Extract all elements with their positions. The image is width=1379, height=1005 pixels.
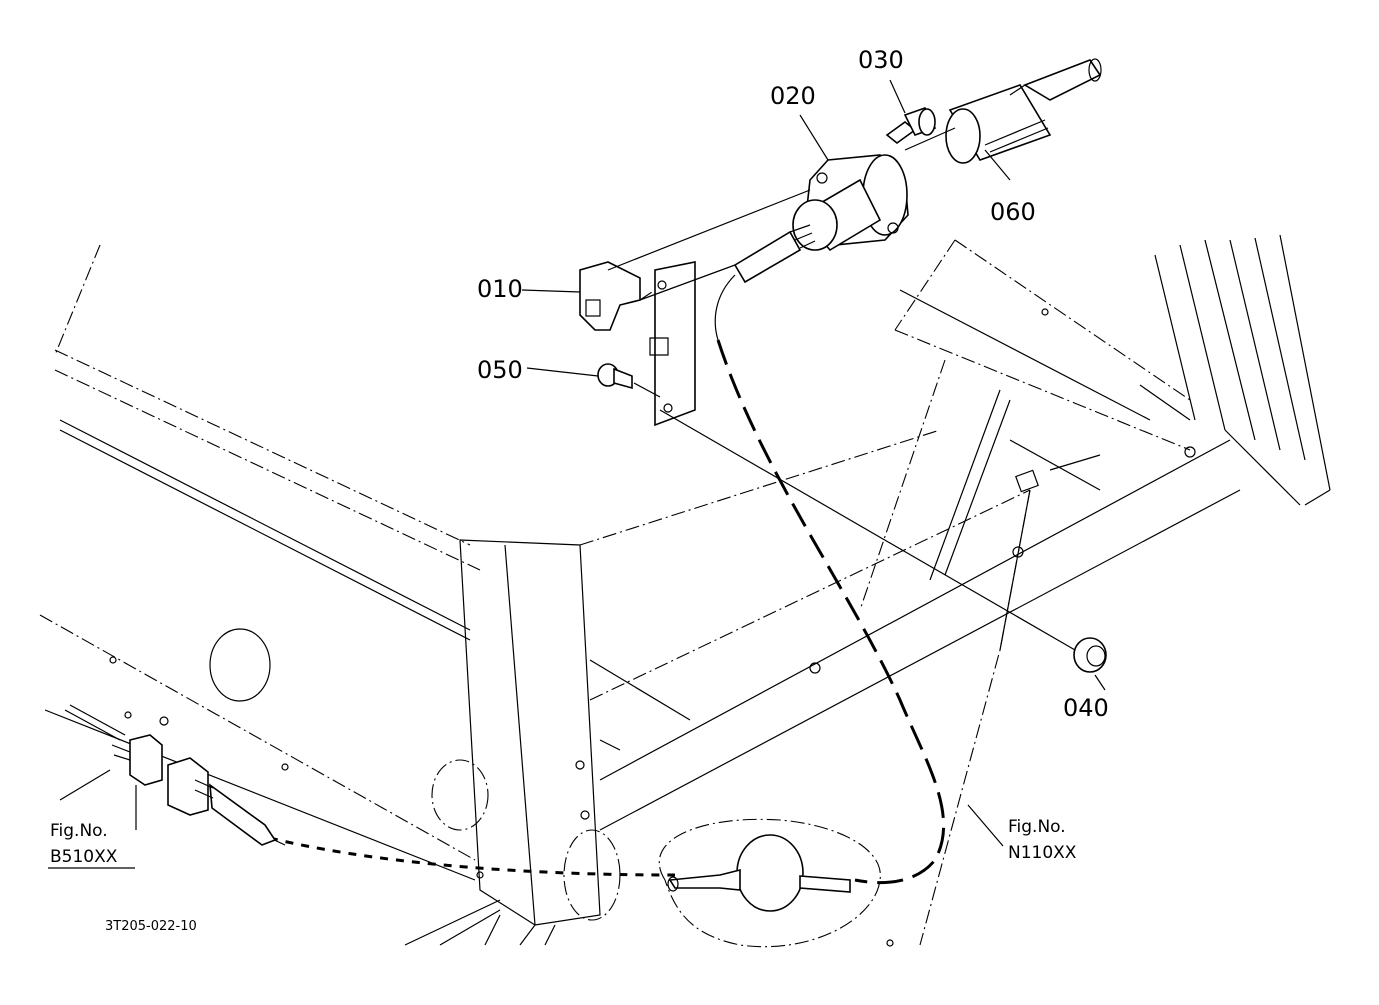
callouts: 010 020 030 040 050 060 xyxy=(477,46,1109,722)
fig-ref-n110-label: Fig.No. xyxy=(1008,817,1066,837)
fig-ref-n110-number: N110XX xyxy=(1008,843,1077,863)
fig-ref-b510-number: B510XX xyxy=(50,847,118,867)
callout-040: 040 xyxy=(1063,694,1109,722)
callout-050: 050 xyxy=(477,356,523,384)
part-030 xyxy=(885,107,937,145)
bracket-010 xyxy=(579,261,696,427)
nut-040 xyxy=(1073,637,1107,673)
callout-030: 030 xyxy=(858,46,904,74)
callout-060: 060 xyxy=(990,198,1036,226)
fig-ref-b510-label: Fig.No. xyxy=(50,821,108,841)
bolt-050 xyxy=(597,363,661,398)
drawing-code: 3T205-022-10 xyxy=(105,919,197,934)
chassis-frame xyxy=(39,234,1331,947)
connector-assembly xyxy=(64,704,277,846)
callout-020: 020 xyxy=(770,82,816,110)
callout-010: 010 xyxy=(477,275,523,303)
lower-socket xyxy=(658,818,881,948)
leader-lines xyxy=(135,79,1106,847)
assembly-lines xyxy=(607,127,1076,651)
socket-020 xyxy=(733,154,909,284)
cap-060 xyxy=(945,58,1102,164)
figure-references: Fig.No. B510XX Fig.No. N110XX xyxy=(48,817,1077,869)
